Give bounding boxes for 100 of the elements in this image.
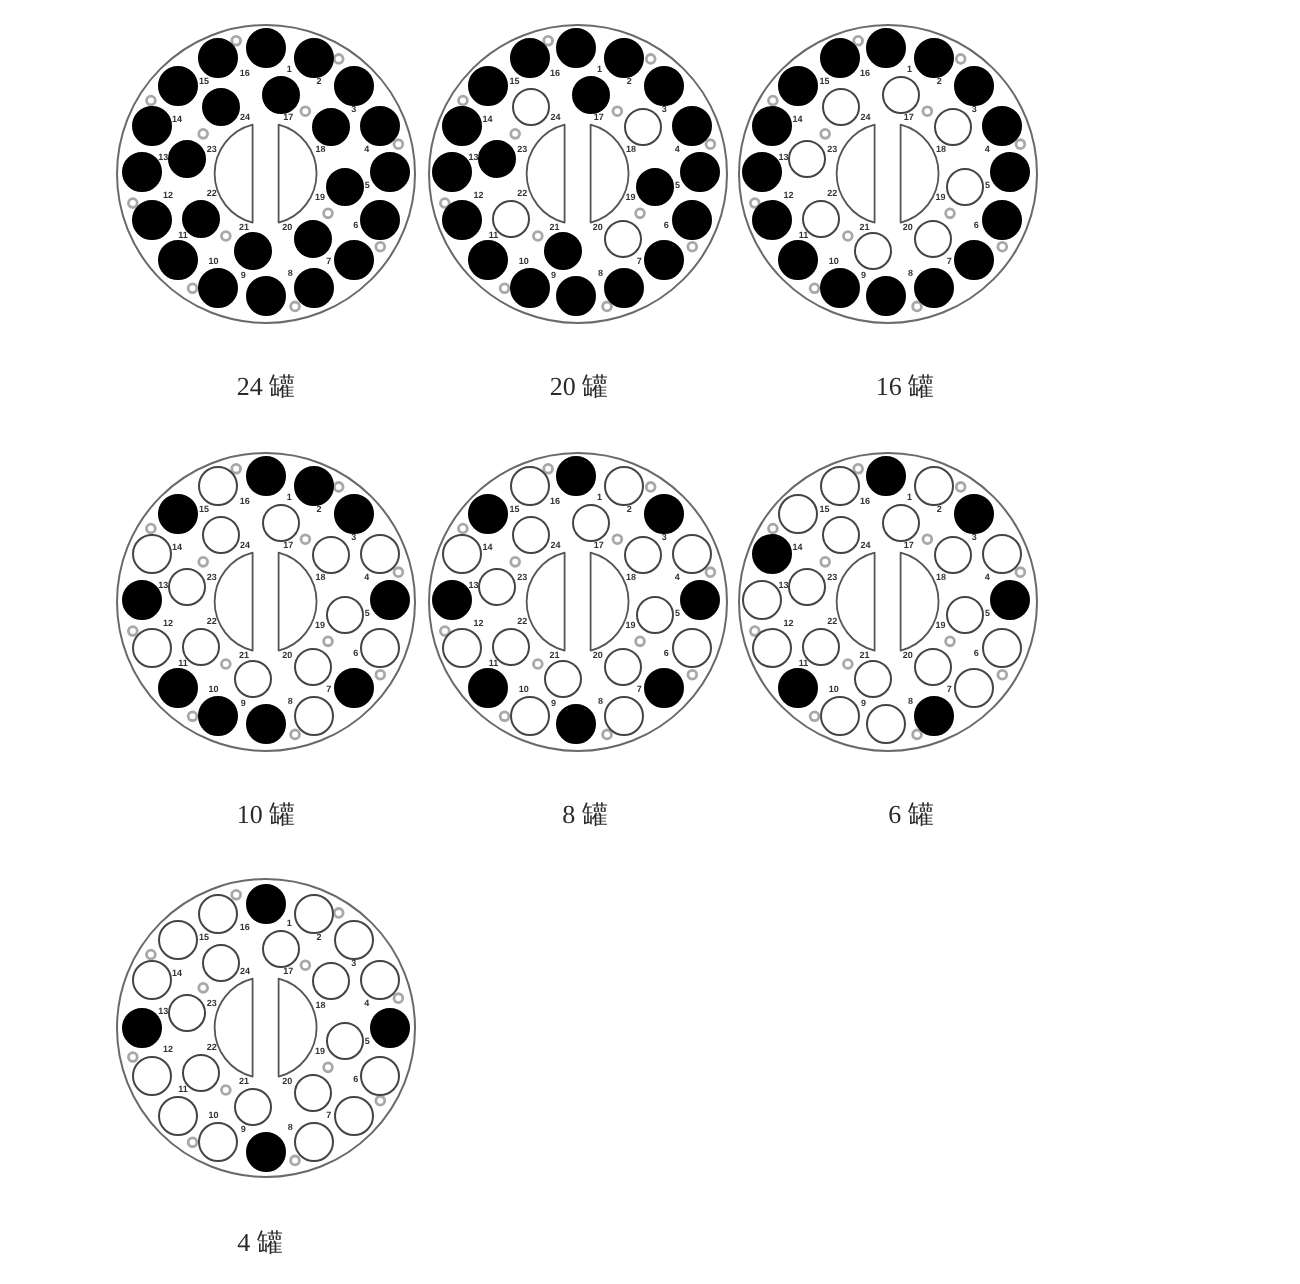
empty-slot [913,647,952,686]
filled-slot [571,75,610,114]
empty-slot [261,929,300,968]
empty-slot [293,647,332,686]
filled-slot [468,493,509,534]
filled-slot [778,65,819,106]
rotor-label: 16 罐 [875,371,935,401]
filled-slot [644,493,685,534]
filled-slot [752,533,793,574]
filled-slot [954,65,995,106]
filled-slot [478,140,517,179]
filled-slot [556,704,597,745]
filled-slot [432,152,473,193]
rotor-label: 8 罐 [562,799,608,829]
empty-slot [293,1122,334,1163]
empty-slot [492,627,531,666]
filled-slot [201,88,240,127]
filled-slot [981,200,1022,241]
filled-slot [370,152,411,193]
filled-slot [370,1007,411,1048]
empty-slot [158,1095,199,1136]
filled-slot [312,108,351,147]
empty-slot [293,893,334,934]
filled-slot [333,240,374,281]
empty-slot [312,536,351,575]
filled-slot [246,704,287,745]
filled-slot [914,267,955,308]
filled-slot [954,493,995,534]
filled-slot [990,152,1031,193]
filled-slot [360,105,401,146]
filled-slot [333,493,374,534]
empty-slot [325,1022,364,1061]
filled-slot [680,152,721,193]
empty-slot [201,516,240,555]
filled-slot [158,65,199,106]
empty-slot [131,628,172,669]
empty-slot [511,88,550,127]
filled-slot [556,456,597,497]
empty-slot [802,199,841,238]
rotor-label: 10 罐 [236,799,296,829]
empty-slot [333,1095,374,1136]
empty-slot [509,466,550,507]
filled-slot [556,276,597,317]
empty-slot [360,960,401,1001]
empty-slot [201,943,240,982]
empty-slot [946,595,985,634]
filled-slot [954,240,995,281]
empty-slot [233,1087,272,1126]
empty-slot [360,1055,401,1096]
filled-slot [158,493,199,534]
filled-slot [752,200,793,241]
filled-slot [442,105,483,146]
filled-slot [636,167,675,206]
empty-slot [853,660,892,699]
empty-slot [788,140,827,179]
empty-slot [819,466,860,507]
empty-slot [442,533,483,574]
empty-slot [981,533,1022,574]
filled-slot [246,276,287,317]
filled-slot [246,883,287,924]
filled-slot [866,456,907,497]
empty-slot [603,647,642,686]
empty-slot [946,167,985,206]
filled-slot [131,200,172,241]
empty-slot [671,628,712,669]
filled-slot [293,466,334,507]
empty-slot [442,628,483,669]
filled-slot [158,668,199,709]
empty-slot [198,466,239,507]
filled-slot [181,199,220,238]
filled-slot [914,38,955,79]
rotor-label: 6 罐 [888,799,934,829]
filled-slot [333,668,374,709]
filled-slot [819,267,860,308]
filled-slot [293,219,332,258]
filled-slot [333,65,374,106]
filled-slot [644,65,685,106]
empty-slot [933,108,972,147]
filled-slot [866,28,907,69]
empty-slot [821,516,860,555]
filled-slot [819,38,860,79]
filled-slot [671,105,712,146]
empty-slot [509,695,550,736]
empty-slot [293,1074,332,1113]
filled-slot [604,267,645,308]
empty-slot [788,568,827,607]
empty-slot [131,1055,172,1096]
empty-slot [623,536,662,575]
empty-slot [293,695,334,736]
empty-slot [913,219,952,258]
empty-slot [198,1122,239,1163]
rotor-label: 20 罐 [549,371,609,401]
filled-slot [509,38,550,79]
filled-slot [468,65,509,106]
filled-slot [233,232,272,271]
empty-slot [168,568,207,607]
filled-slot [556,28,597,69]
empty-slot [131,533,172,574]
empty-slot [821,88,860,127]
filled-slot [742,152,783,193]
